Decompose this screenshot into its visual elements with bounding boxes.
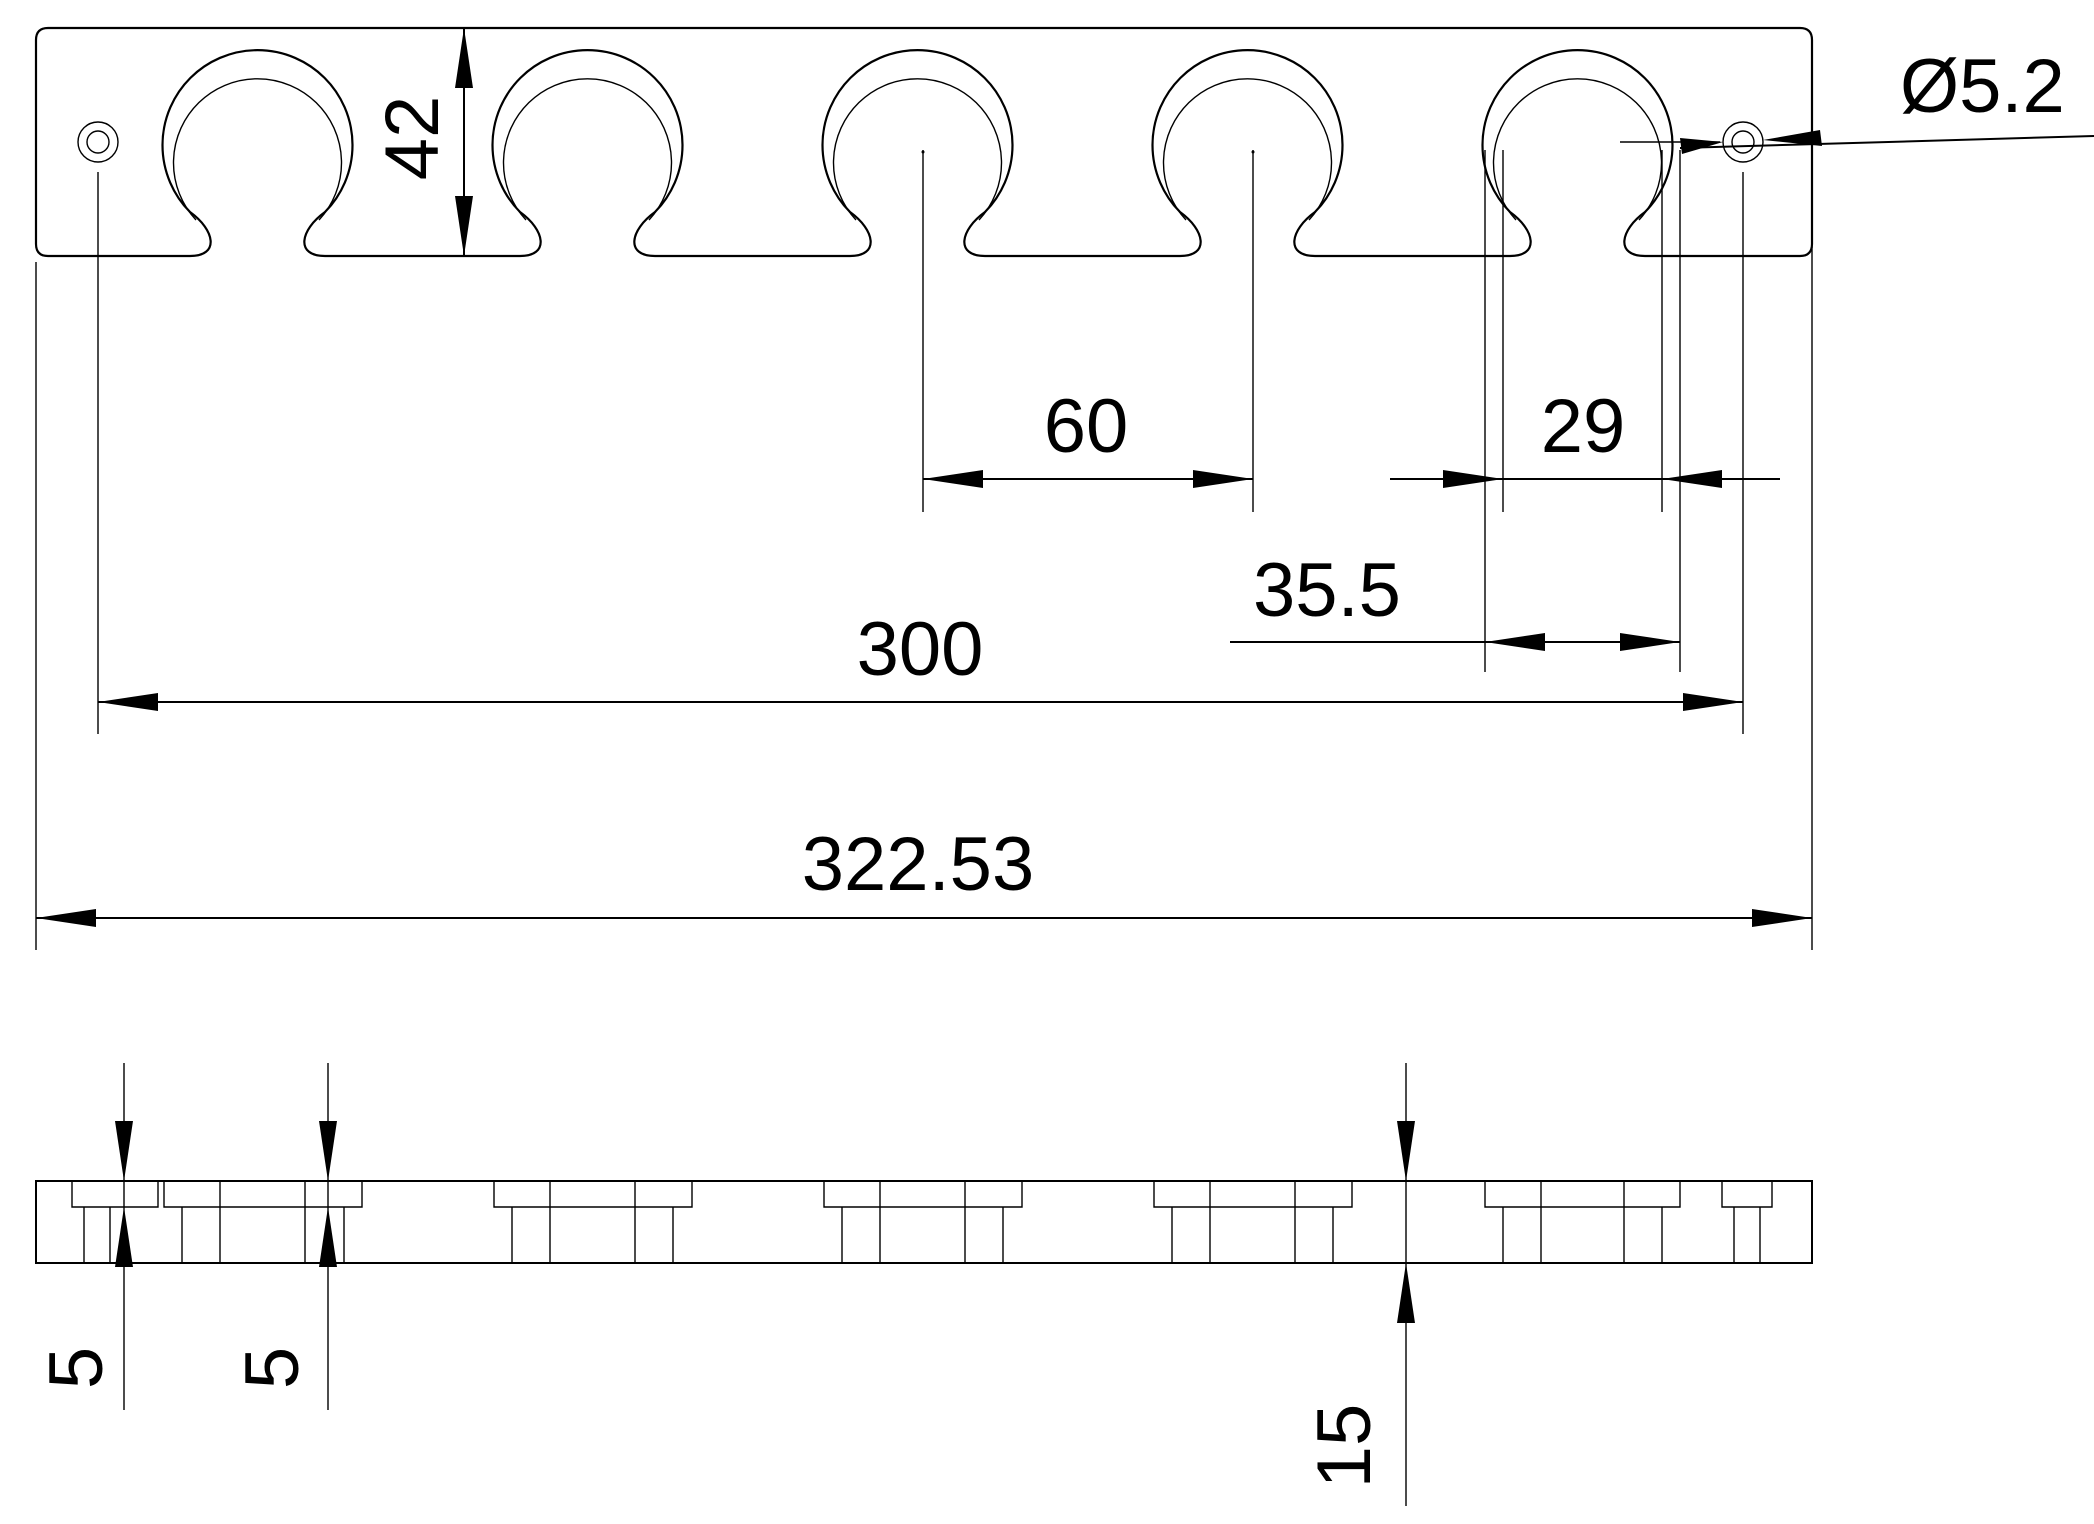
dim-overall-length-label: 322.53: [802, 822, 1034, 907]
dim-height-42-label: 42: [370, 96, 455, 181]
dim-height-42: 42: [370, 28, 473, 256]
dim-second-recess-5-label: 5: [230, 1347, 315, 1389]
dim-thickness-15: 15: [1302, 1063, 1415, 1506]
mounting-hole-right: [1722, 121, 1764, 163]
dim-left-recess-5: 5: [34, 1063, 133, 1410]
side-view: 5 5 15: [34, 1063, 1813, 1506]
dim-second-recess-5: 5: [230, 1063, 337, 1410]
plate-outline: [34, 26, 1814, 258]
dim-hole-diameter-label: Ø5.2: [1900, 44, 2065, 129]
dim-hole-spacing-300-label: 300: [857, 607, 984, 692]
dim-thickness-15-label: 15: [1302, 1404, 1387, 1489]
extension-lines: [35, 80, 1813, 950]
mounting-hole-left: [77, 121, 119, 163]
dim-overall-length: 322.53: [36, 822, 1812, 927]
dim-clip-spacing-60: 60: [923, 384, 1253, 488]
side-view-clip-sections: [71, 1181, 1773, 1263]
clip-inner-lines: [172, 78, 1663, 221]
dim-clip-width-29-label: 29: [1541, 384, 1626, 469]
side-view-body: [35, 1180, 1813, 1264]
clip-center-marks: [921, 150, 1255, 154]
dim-clip-outer-35-5: 35.5: [1230, 548, 1680, 651]
dim-left-recess-5-label: 5: [34, 1347, 119, 1389]
dim-clip-spacing-60-label: 60: [1044, 384, 1129, 469]
dim-clip-outer-35-5-label: 35.5: [1253, 548, 1401, 633]
dim-hole-diameter: Ø5.2: [1679, 44, 2094, 154]
top-view: 42 Ø5.2 60 29 35.5: [34, 26, 2094, 950]
dim-hole-spacing-300: 300: [98, 607, 1743, 711]
dim-clip-width-29: 29: [1390, 384, 1780, 488]
